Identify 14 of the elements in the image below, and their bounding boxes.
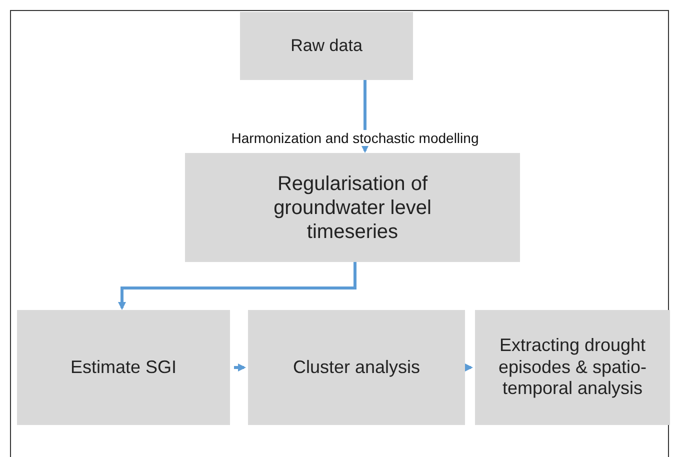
arrow bbox=[465, 364, 473, 372]
edge-label: Harmonization and stochastic modelling bbox=[229, 130, 481, 146]
process-box bbox=[17, 310, 230, 425]
process-box bbox=[248, 310, 465, 425]
box-text: Raw data bbox=[290, 36, 362, 56]
process-box bbox=[240, 12, 413, 80]
box-text: Cluster analysis bbox=[292, 356, 420, 378]
arrow bbox=[118, 262, 356, 310]
process-box bbox=[185, 153, 520, 262]
box-text: Estimate SGI bbox=[70, 356, 177, 378]
process-box bbox=[475, 310, 670, 425]
arrow bbox=[234, 364, 246, 372]
box-text: Extracting drought episodes & spatio-temporal analysis bbox=[497, 335, 648, 400]
box-text: Regularisation of groundwater level timeseries bbox=[272, 172, 432, 244]
